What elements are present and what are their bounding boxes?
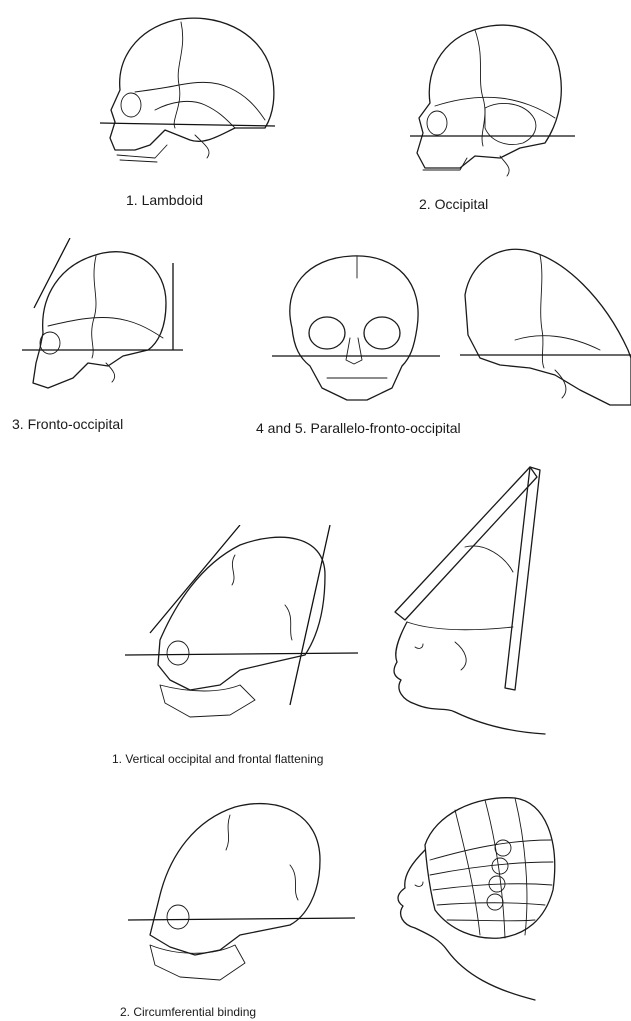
caption-occipital: 2. Occipital — [419, 196, 488, 212]
skull-parallelo-lateral — [460, 240, 631, 410]
caption-parallelo: 4 and 5. Parallelo-fronto-occipital — [256, 420, 461, 436]
skull-parallelo-frontal — [272, 248, 442, 408]
skull-vertical-flattening — [120, 525, 370, 735]
caption-vertical-flattening: 1. Vertical occipital and frontal flatte… — [112, 752, 323, 766]
skull-fronto-occipital — [18, 238, 188, 398]
skull-lambdoid — [95, 10, 285, 180]
caption-lambdoid: 1. Lambdoid — [126, 192, 203, 208]
infant-cradleboard — [385, 462, 560, 737]
caption-circumferential: 2. Circumferential binding — [120, 1005, 256, 1019]
skull-occipital — [405, 18, 585, 188]
caption-fronto-occipital: 3. Fronto-occipital — [12, 416, 123, 432]
skull-circumferential — [120, 795, 370, 995]
infant-head-wrapping — [385, 790, 560, 1005]
